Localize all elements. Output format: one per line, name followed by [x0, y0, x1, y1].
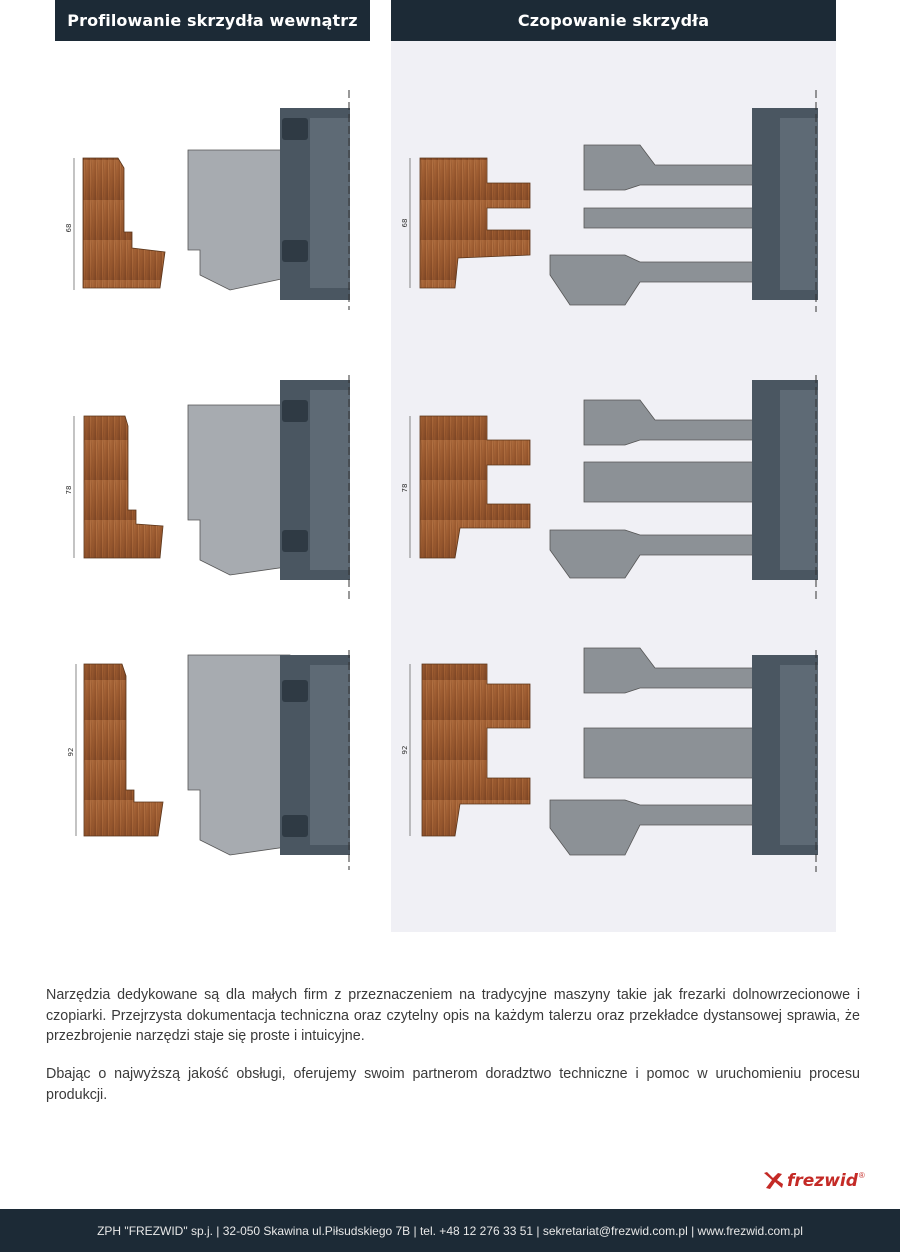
profile-wood-2 [83, 415, 164, 559]
header-left: Profilowanie skrzydła wewnątrz [55, 0, 370, 41]
brand-logo: frezwid ® [762, 1167, 865, 1195]
footer-bar: ZPH "FREZWID" sp.j. | 32-050 Skawina ul.… [0, 1209, 900, 1252]
tenon-cutter-bottom-3 [549, 799, 756, 856]
tenon-cutter-bottom-2 [549, 529, 756, 579]
tenon-dimension-label-1: 68 [401, 219, 409, 228]
description-paragraph-1: Narzędzia dedykowane są dla małych firm … [46, 987, 860, 1044]
row-3: 92 [67, 650, 350, 870]
dimension-label-2: 78 [65, 486, 73, 495]
tenon-cutter-bottom-1 [549, 254, 756, 306]
tenon-cutter-mid-3 [583, 727, 756, 779]
tooling-drawings: 68 78 92 68 [65, 90, 818, 872]
dimension-label-1: 68 [65, 224, 73, 233]
tenon-row-3: 92 [401, 647, 818, 872]
tenon-row-1: 68 [401, 90, 818, 312]
tenon-dimension-label-3: 92 [401, 746, 409, 755]
header-right: Czopowanie skrzydła [391, 0, 836, 41]
tenon-dimension-label-2: 78 [401, 484, 409, 493]
brand-registered-mark: ® [858, 1171, 865, 1180]
tenon-cutter-top-2 [583, 399, 756, 446]
tenon-cutter-mid-2 [583, 461, 756, 503]
footer-contact-text: ZPH "FREZWID" sp.j. | 32-050 Skawina ul.… [97, 1223, 803, 1238]
brand-name: frezwid [787, 1171, 858, 1191]
tenon-cutter-mid-1 [583, 207, 756, 229]
tenon-row-2: 78 [401, 375, 818, 600]
brand-logo-icon [764, 1172, 783, 1189]
profile-wood-1 [82, 157, 166, 289]
header-left-title: Profilowanie skrzydła wewnątrz [67, 11, 358, 30]
header-right-title: Czopowanie skrzydła [517, 11, 710, 30]
description-paragraph-2: Dbając o najwyższą jakość obsługi, oferu… [46, 1066, 860, 1103]
tenon-wood-3 [421, 663, 531, 837]
tenon-wood-1 [419, 157, 531, 289]
tenon-cutter-top-1 [583, 144, 756, 191]
row-2: 78 [65, 375, 350, 600]
tenon-wood-2 [419, 415, 531, 559]
dimension-label-3: 92 [67, 748, 75, 757]
profile-wood-3 [83, 663, 164, 837]
tenon-cutter-top-3 [583, 647, 756, 694]
row-1: 68 [65, 90, 350, 310]
